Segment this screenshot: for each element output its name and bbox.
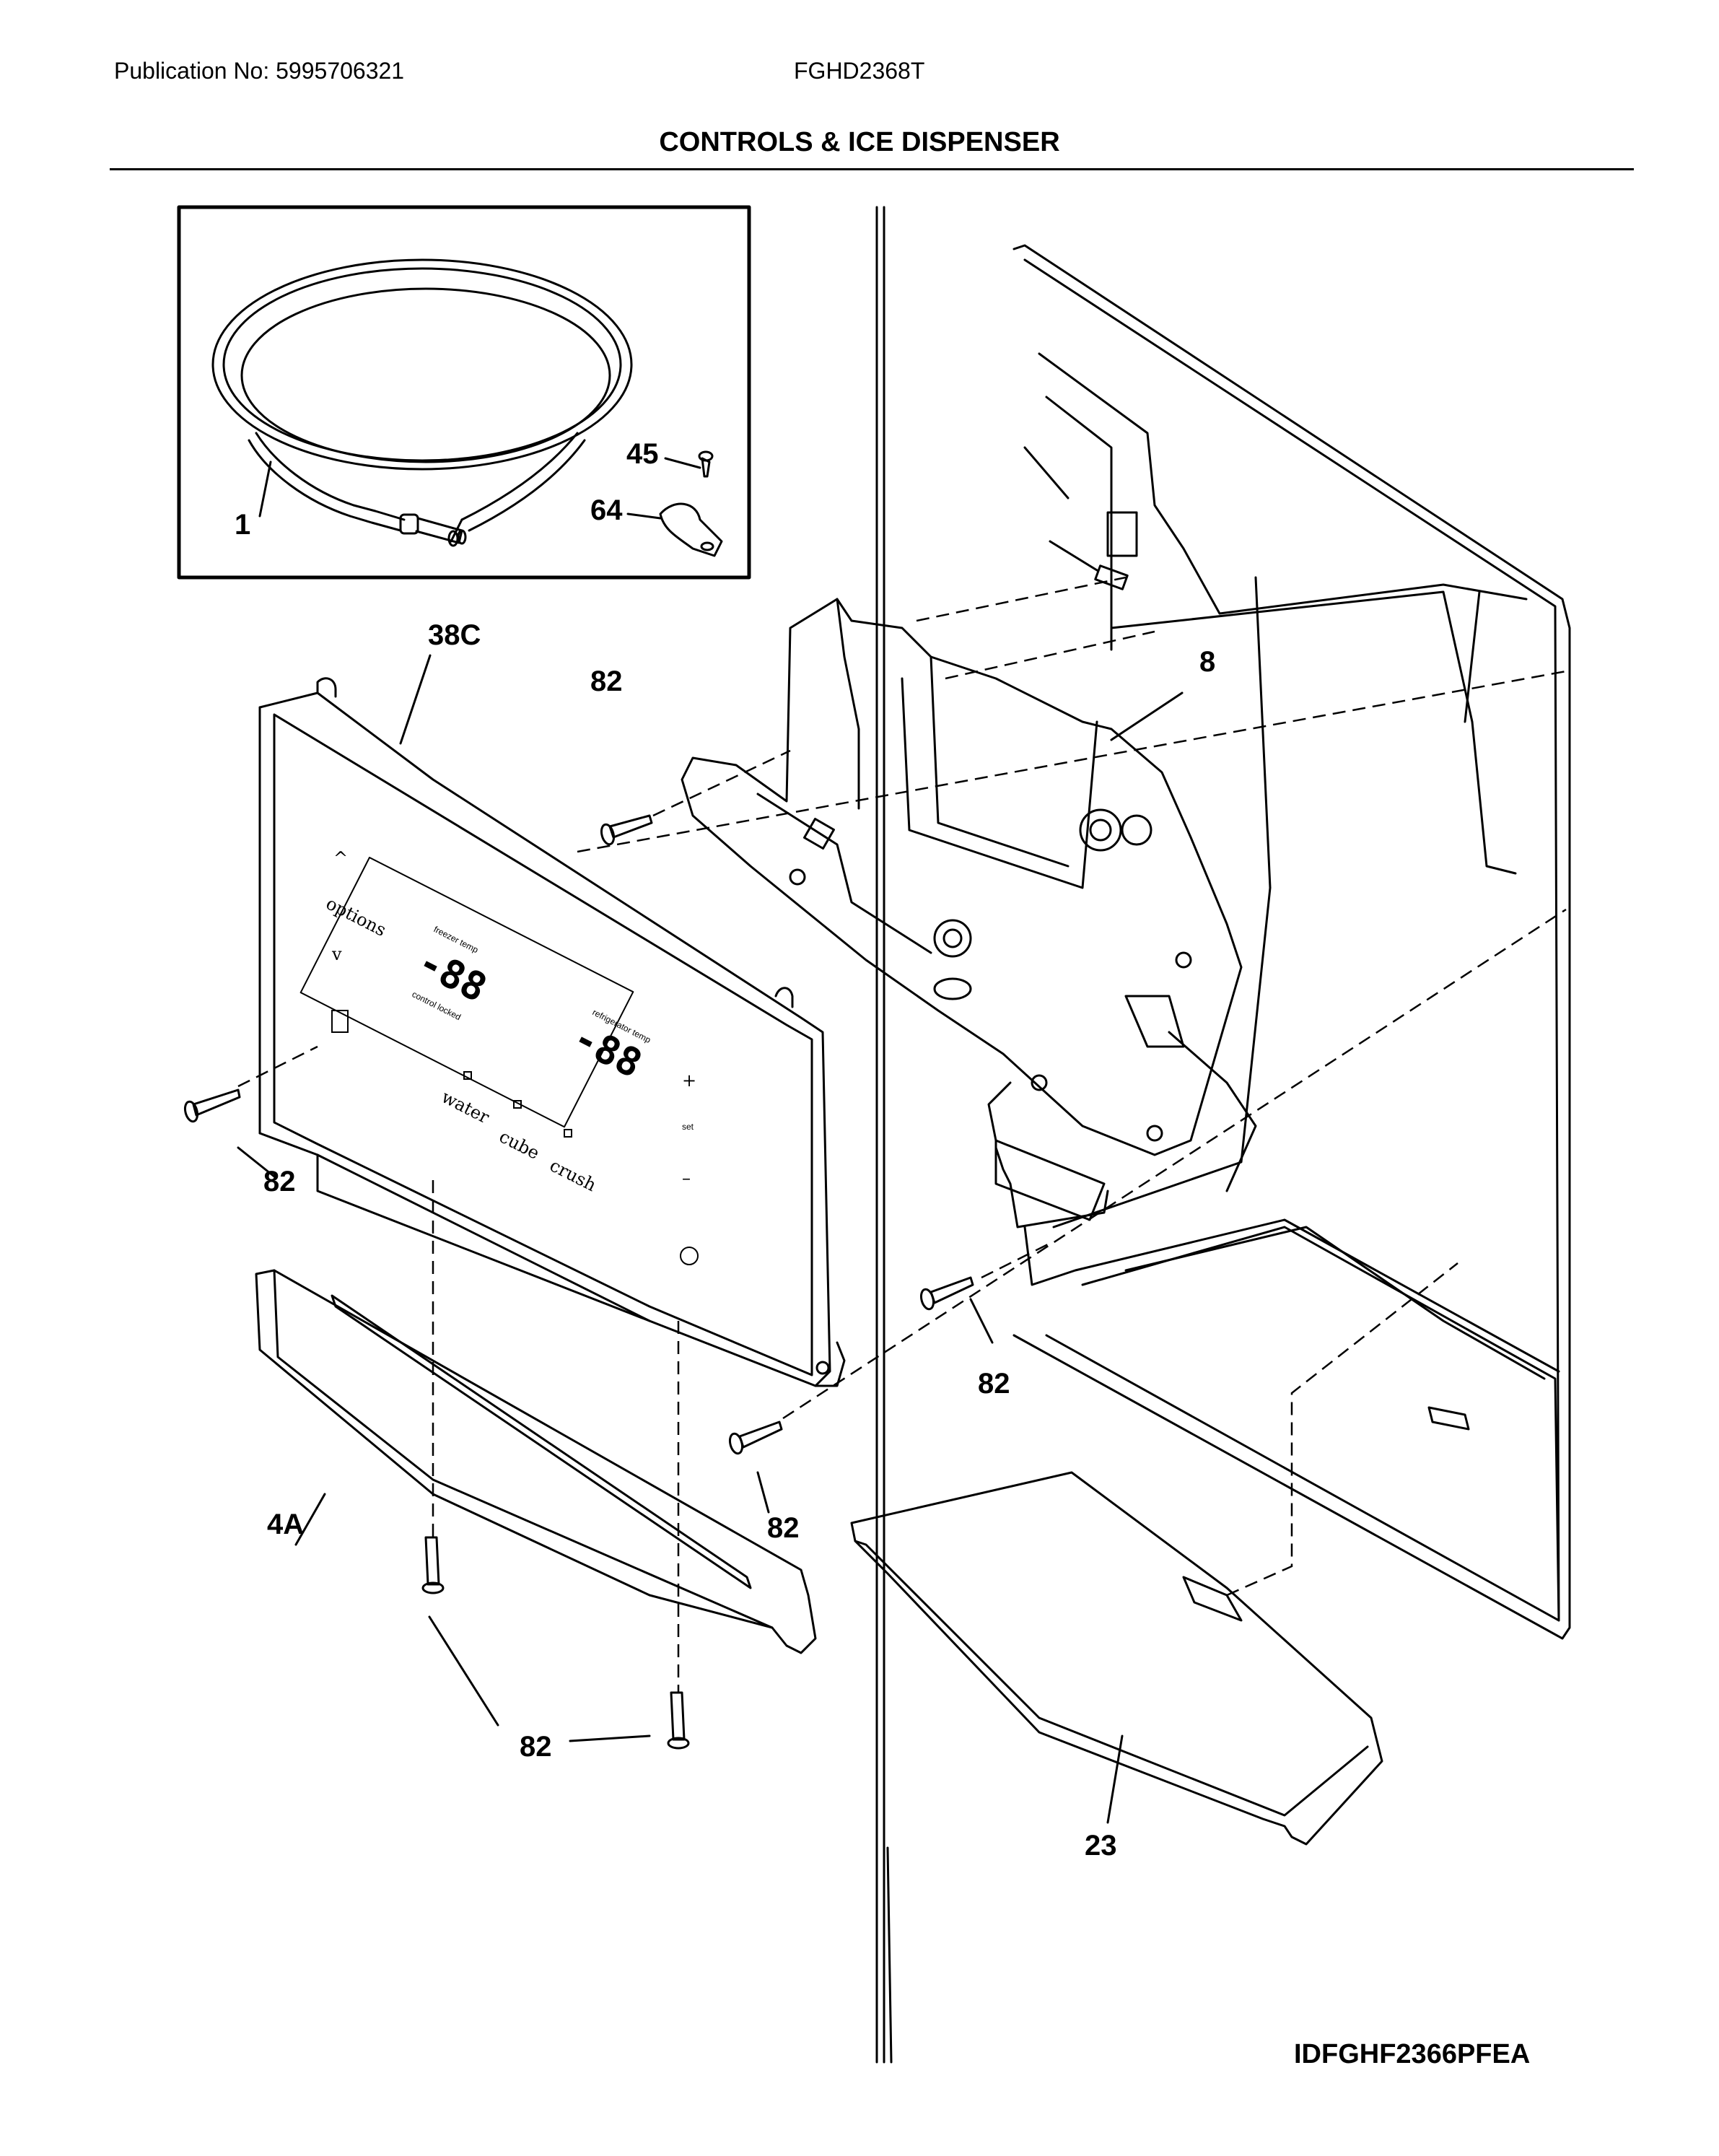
callout-38c: 38C: [428, 619, 481, 651]
callout-64: 64: [590, 494, 623, 526]
cube-button-label: cube: [496, 1126, 543, 1163]
screw-82-left: [183, 1088, 241, 1123]
screw-45: [698, 450, 714, 478]
drip-tray-23: [850, 1471, 1383, 1846]
options-label: options: [323, 893, 389, 940]
figure-id: IDFGHF2366PFEA: [1294, 2039, 1531, 2069]
accessory-inset-box: [177, 205, 751, 580]
minus-icon: –: [682, 1168, 691, 1188]
water-indicator: [463, 1071, 472, 1080]
control-panel-38c: [258, 677, 846, 1387]
callout-labels: 1 45 64 38C 8 82 82 82 82 82 4A 23: [235, 438, 1215, 1862]
header-rule: [110, 168, 1634, 170]
up-arrow-icon: ^: [333, 848, 348, 868]
clamp-64: [659, 502, 723, 557]
water-line-tubing: [211, 258, 633, 547]
screw-82-center: [728, 1420, 783, 1455]
assembly-lines: [237, 576, 1567, 1693]
callout-1: 1: [235, 509, 250, 541]
water-button-label: water: [438, 1086, 493, 1127]
callout-82-center: 82: [767, 1512, 800, 1544]
plus-icon: +: [682, 1070, 696, 1091]
screw-82-upper: [600, 814, 653, 846]
trim-cover-4a: [255, 1269, 817, 1654]
refrigerator-display: -88: [566, 1014, 649, 1086]
callout-45: 45: [626, 438, 659, 470]
screw-82-bottom-left: [421, 1536, 445, 1594]
publication-number: Publication No: 5995706321: [114, 58, 405, 84]
down-arrow-icon: v: [331, 944, 342, 964]
panel-display-text: options ^ v -88 -88 freezer temp refrige…: [323, 848, 699, 1265]
callout-82-upper: 82: [590, 665, 623, 697]
callout-23: 23: [1085, 1830, 1117, 1862]
crush-indicator: [564, 1129, 572, 1138]
callout-4a: 4A: [267, 1509, 304, 1540]
callout-82-bottom: 82: [520, 1731, 552, 1763]
screw-82-right: [919, 1276, 974, 1311]
model-number: FGHD2368T: [794, 58, 925, 84]
set-button-label: set: [682, 1122, 694, 1132]
page-title: CONTROLS & ICE DISPENSER: [659, 127, 1060, 157]
callout-8: 8: [1199, 646, 1215, 678]
callout-82-left: 82: [263, 1166, 296, 1197]
dispenser-module-8: [681, 598, 1257, 1221]
screw-82-bottom-right: [667, 1691, 690, 1750]
cube-indicator: [513, 1100, 522, 1109]
light-bulb-icon: [680, 1247, 699, 1265]
filter-icon: [331, 1010, 349, 1033]
crush-button-label: crush: [546, 1155, 599, 1195]
door-cavity: [875, 206, 1571, 2064]
leader-lines: [237, 457, 1184, 1824]
callout-82-right: 82: [978, 1368, 1010, 1400]
